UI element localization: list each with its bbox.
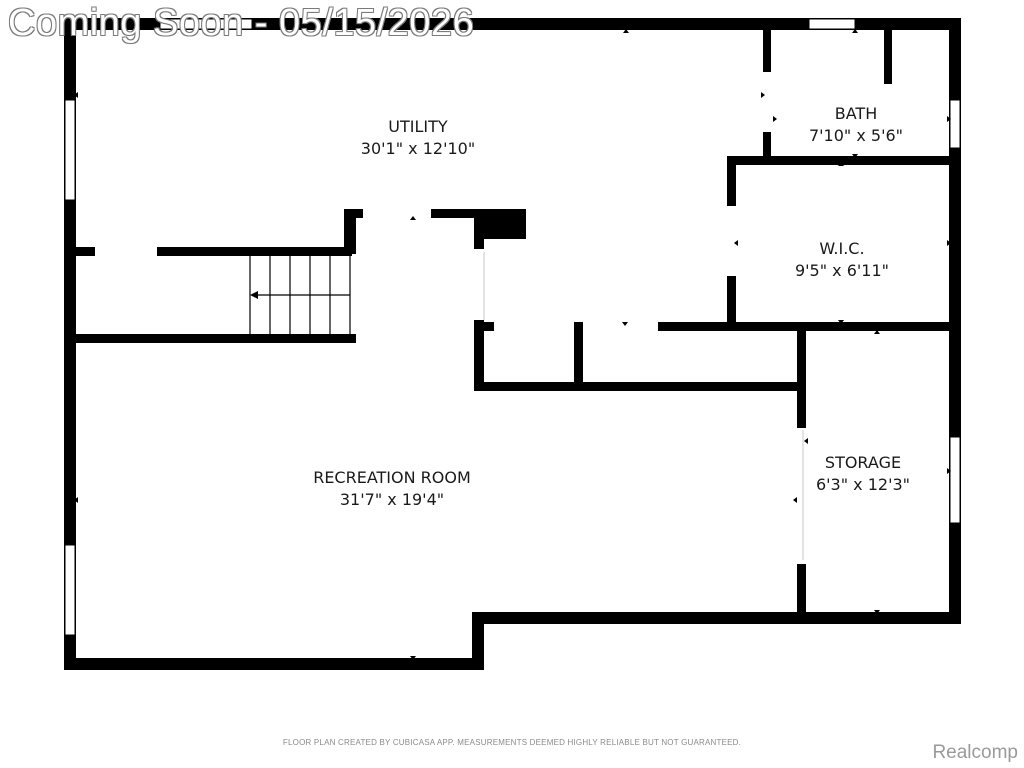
room-name: W.I.C. [819, 239, 864, 258]
room-size: 6'3" x 12'3" [816, 475, 910, 494]
brand-logo-text: Realcomp [932, 742, 1018, 763]
room-recreation: RECREATION ROOM 31'7" x 19'4" [313, 468, 471, 509]
door-lines [483, 252, 804, 560]
room-size: 31'7" x 19'4" [340, 490, 444, 509]
room-name: BATH [835, 104, 877, 123]
room-size: 30'1" x 12'10" [361, 139, 475, 158]
room-name: UTILITY [388, 117, 448, 136]
windows [64, 18, 961, 636]
stair-arrow-icon [250, 291, 258, 299]
stairs [249, 256, 351, 334]
room-utility: UTILITY 30'1" x 12'10" [361, 117, 475, 158]
room-size: 9'5" x 6'11" [795, 261, 889, 280]
footer-disclaimer: FLOOR PLAN CREATED BY CUBICASA APP. MEAS… [282, 738, 742, 747]
room-name: RECREATION ROOM [313, 468, 471, 487]
watermark-text: Coming Soon - 05/15/2026 [8, 2, 475, 44]
walls [64, 18, 961, 670]
room-wic: W.I.C. 9'5" x 6'11" [795, 239, 889, 280]
room-bath: BATH 7'10" x 5'6" [809, 104, 903, 145]
markers [74, 29, 951, 660]
room-name: STORAGE [825, 453, 901, 472]
openings [95, 72, 806, 564]
room-size: 7'10" x 5'6" [809, 126, 903, 145]
room-storage: STORAGE 6'3" x 12'3" [816, 453, 910, 494]
